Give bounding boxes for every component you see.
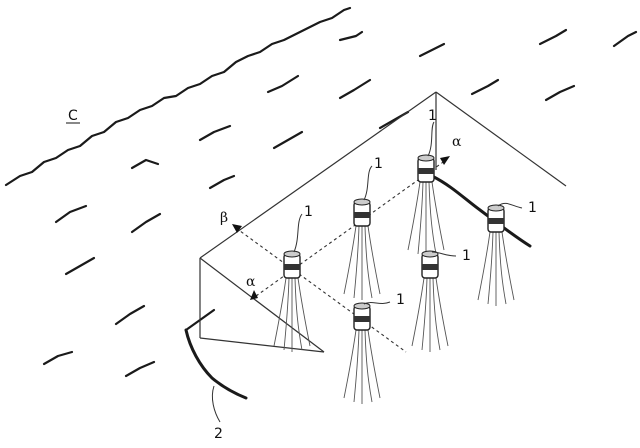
label-1-f: 1	[396, 292, 405, 308]
coastline	[4, 6, 352, 187]
device-e	[411, 250, 449, 352]
device-a	[273, 250, 311, 352]
alpha-label-top: α	[452, 134, 462, 150]
label-1-e: 1	[462, 248, 471, 264]
coast-label: C	[68, 108, 78, 124]
alpha-arrowhead	[440, 156, 450, 165]
device-d	[477, 204, 515, 306]
device-c	[407, 154, 445, 256]
label-1-d: 1	[528, 200, 537, 216]
rope-label: 2	[214, 426, 223, 442]
label-1-b: 1	[374, 156, 383, 172]
deployment-frame	[199, 91, 567, 353]
beta-axis	[235, 227, 407, 353]
beta-arrowhead	[232, 224, 242, 233]
rope-2	[184, 328, 248, 400]
device-f	[343, 302, 381, 404]
beta-label: β	[220, 210, 228, 226]
alpha-arrowhead-lower	[250, 290, 258, 300]
leader-lines	[211, 121, 523, 423]
alpha-label-bottom: α	[246, 274, 256, 290]
mooring-rope	[430, 174, 532, 248]
label-1-a: 1	[304, 204, 313, 220]
device-b	[343, 198, 381, 300]
water-waves	[42, 28, 638, 378]
label-1-c: 1	[428, 108, 437, 124]
